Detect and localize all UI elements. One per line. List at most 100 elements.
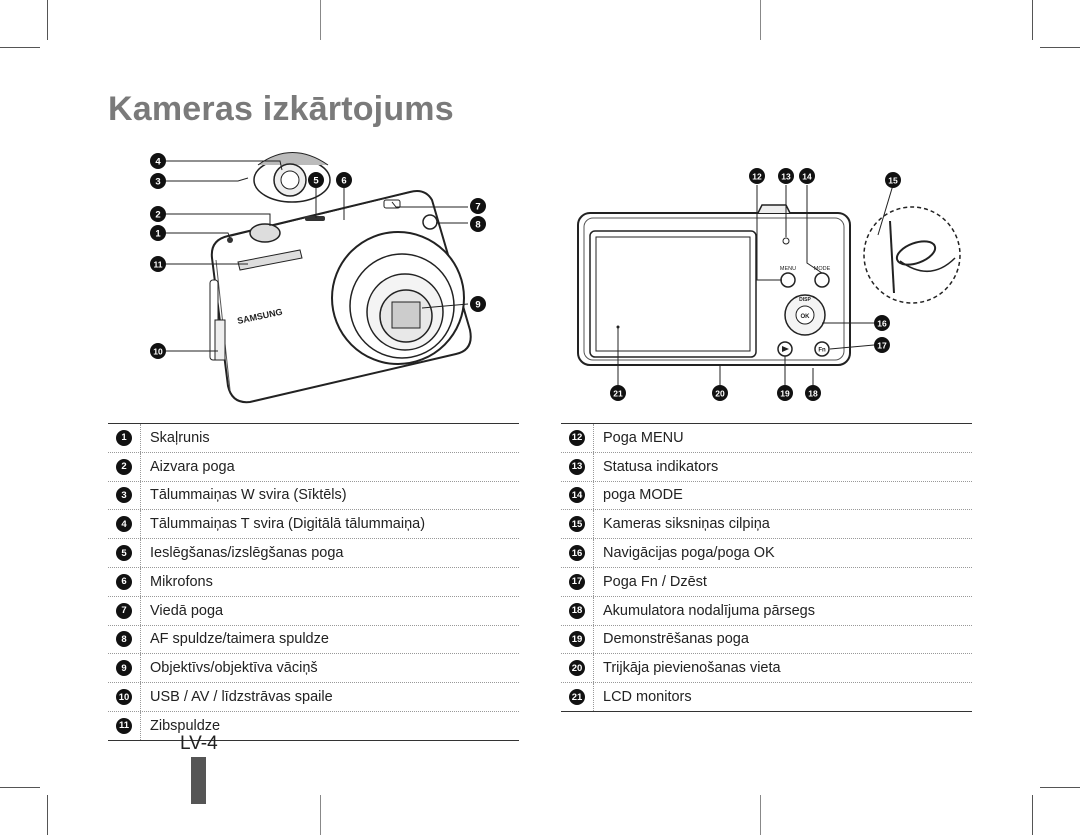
table-row: 18 Akumulatora nodalījuma pārsegs xyxy=(561,596,972,626)
svg-text:9: 9 xyxy=(475,300,480,311)
part-label: Akumulatora nodalījuma pārsegs xyxy=(603,602,815,619)
callout-badge: 21 xyxy=(569,689,585,706)
part-label: Skaļrunis xyxy=(150,429,210,446)
callout-10: 10 xyxy=(150,343,166,359)
svg-text:15: 15 xyxy=(888,176,898,186)
callout-badge: 18 xyxy=(569,602,585,619)
svg-text:12: 12 xyxy=(752,172,762,182)
menu-label: MENU xyxy=(780,266,796,272)
callout-14: 14 xyxy=(799,168,815,184)
callout-badge: 11 xyxy=(116,717,132,734)
part-label: Poga MENU xyxy=(603,429,684,446)
page-title: Kameras izkārtojums xyxy=(108,90,454,128)
callout-badge: 14 xyxy=(569,487,585,504)
crop-mark xyxy=(1032,0,1033,40)
svg-text:17: 17 xyxy=(877,341,887,351)
callout-badge: 12 xyxy=(569,429,585,446)
crop-mark xyxy=(1032,795,1033,835)
crop-mark xyxy=(320,795,321,835)
callout-badge: 13 xyxy=(569,458,585,475)
svg-text:3: 3 xyxy=(155,177,160,188)
callout-badge: 19 xyxy=(569,631,585,648)
svg-text:7: 7 xyxy=(475,202,480,213)
part-label: Tālummaiņas T svira (Digitālā tālummaiņa… xyxy=(150,516,426,533)
camera-front-illustration: SAMSUNG 1 2 3 4 5 6 7 8 9 10 11 xyxy=(150,152,486,404)
part-label: poga MODE xyxy=(603,487,683,504)
callout-1: 1 xyxy=(150,225,166,241)
table-row: 4 Tālummaiņas T svira (Digitālā tālummaiņ… xyxy=(108,510,519,540)
callout-badge: 1 xyxy=(116,429,132,446)
callout-badge: 17 xyxy=(569,573,585,590)
callout-badge: 9 xyxy=(116,660,132,677)
callout-19: 19 xyxy=(777,385,793,401)
callout-17: 17 xyxy=(874,337,890,353)
table-row: 8 AF spuldze/taimera spuldze xyxy=(108,625,519,655)
fn-label: Fn xyxy=(818,348,826,354)
table-row: 9 Objektīvs/objektīva vāciņš xyxy=(108,654,519,684)
part-label: LCD monitors xyxy=(603,689,692,706)
svg-text:8: 8 xyxy=(475,220,480,231)
crop-mark xyxy=(0,47,40,48)
callout-badge: 2 xyxy=(116,458,132,475)
callout-9: 9 xyxy=(470,296,486,312)
disp-label: DISP xyxy=(799,297,811,303)
crop-mark xyxy=(1040,787,1080,788)
part-label: Trijkāja pievienošanas vieta xyxy=(603,660,781,677)
camera-back-illustration: MENU MODE OK DISP Fn 12 13 14 15 16 17 1… xyxy=(577,168,961,401)
svg-text:5: 5 xyxy=(313,176,319,187)
part-label: USB / AV / līdzstrāvas spaile xyxy=(150,689,333,706)
callout-badge: 8 xyxy=(116,631,132,648)
crop-mark xyxy=(760,0,761,40)
svg-text:4: 4 xyxy=(155,157,161,168)
callout-2: 2 xyxy=(150,206,166,222)
callout-15: 15 xyxy=(885,172,901,188)
part-label: Objektīvs/objektīva vāciņš xyxy=(150,660,318,677)
part-label: Mikrofons xyxy=(150,573,213,590)
callout-8: 8 xyxy=(470,216,486,232)
crop-mark xyxy=(0,787,40,788)
callout-21: 21 xyxy=(610,385,626,401)
svg-text:20: 20 xyxy=(715,389,725,399)
callout-18: 18 xyxy=(805,385,821,401)
callout-badge: 15 xyxy=(569,516,585,533)
table-row: 12 Poga MENU xyxy=(561,424,972,453)
table-row: 1 Skaļrunis xyxy=(108,424,519,453)
callout-badge: 5 xyxy=(116,545,132,562)
svg-text:13: 13 xyxy=(781,172,791,182)
svg-text:14: 14 xyxy=(802,172,812,182)
callout-13: 13 xyxy=(778,168,794,184)
part-label: AF spuldze/taimera spuldze xyxy=(150,631,329,648)
crop-mark xyxy=(47,795,48,835)
svg-text:1: 1 xyxy=(155,229,161,240)
part-label: Kameras siksniņas cilpiņa xyxy=(603,516,770,533)
svg-text:18: 18 xyxy=(808,389,818,399)
part-label: Navigācijas poga/poga OK xyxy=(603,545,775,562)
callout-badge: 16 xyxy=(569,545,585,562)
table-row: 15 Kameras siksniņas cilpiņa xyxy=(561,510,972,540)
part-label: Zibspuldze xyxy=(150,717,221,734)
table-row: 11 Zibspuldze xyxy=(108,711,519,740)
crop-mark xyxy=(47,0,48,40)
table-row: 2 Aizvara poga xyxy=(108,452,519,482)
page-number: LV-4 xyxy=(180,733,218,754)
svg-text:16: 16 xyxy=(877,319,887,329)
callout-badge: 4 xyxy=(116,516,132,533)
crop-mark xyxy=(320,0,321,40)
part-label: Aizvara poga xyxy=(150,458,235,475)
svg-text:11: 11 xyxy=(154,260,163,270)
table-row: 21 LCD monitors xyxy=(561,683,972,711)
part-label: Viedā poga xyxy=(150,602,224,619)
part-label: Poga Fn / Dzēst xyxy=(603,573,707,590)
callout-badge: 7 xyxy=(116,602,132,619)
part-label: Tālummaiņas W svira (Sīktēls) xyxy=(150,487,347,504)
svg-text:6: 6 xyxy=(341,176,346,187)
callout-11: 11 xyxy=(150,256,166,272)
svg-text:19: 19 xyxy=(780,389,790,399)
